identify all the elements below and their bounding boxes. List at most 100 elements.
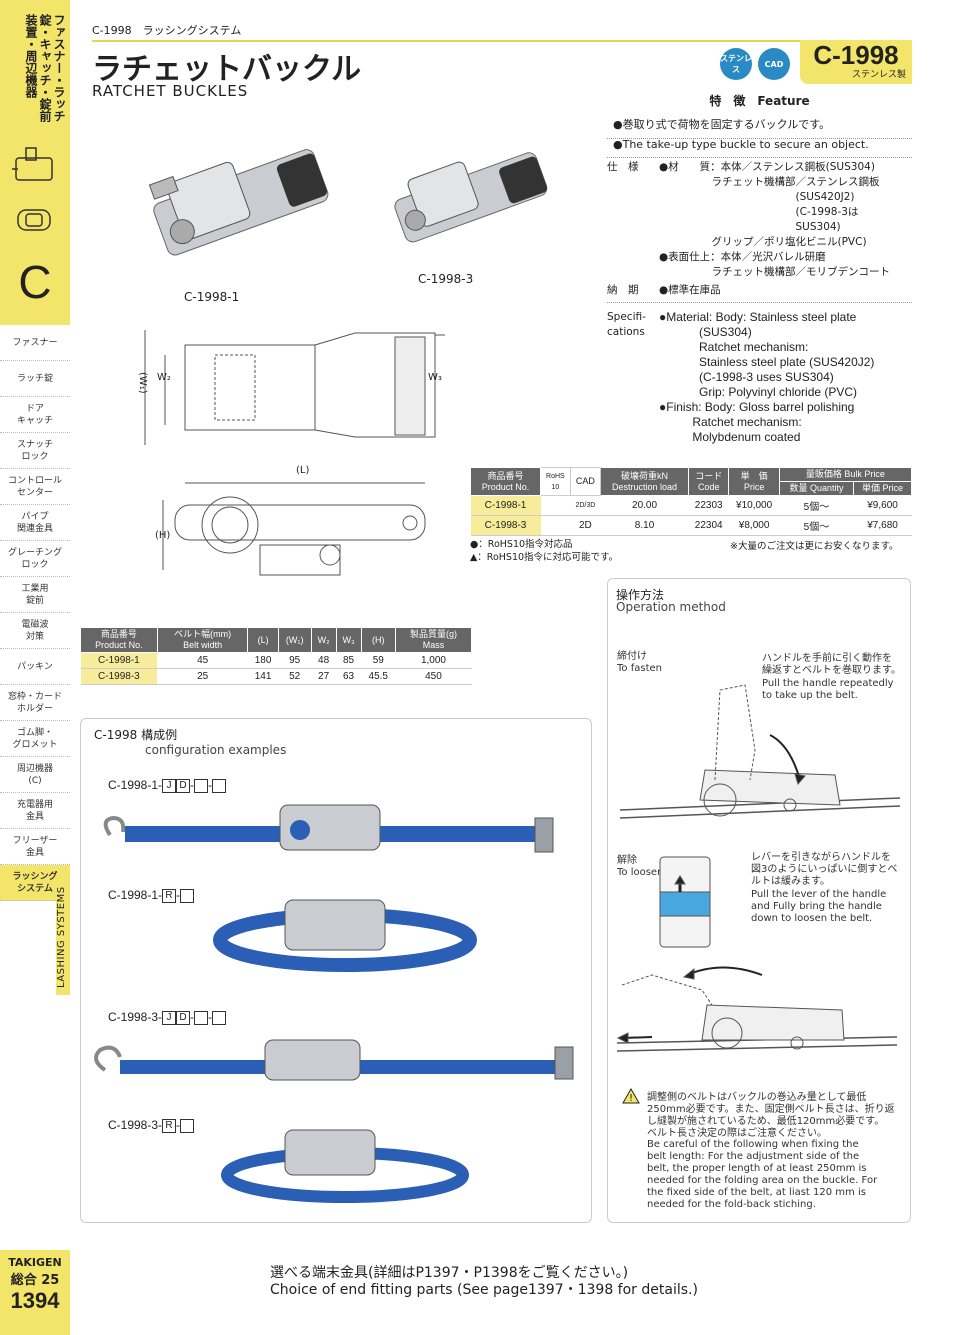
cell-w1: 95 xyxy=(278,652,312,669)
blank-box xyxy=(180,1118,195,1133)
th-qty: 数量 Quantity xyxy=(778,481,855,496)
sidebar-item-grating-lock[interactable]: グレーチング ロック xyxy=(0,541,70,577)
th-h: (H) xyxy=(360,627,396,653)
cell-bulk-price: ¥9,600 xyxy=(853,495,912,516)
sidebar-item-charger[interactable]: 充電器用 金具 xyxy=(0,793,70,829)
cell-mass: 1,000 xyxy=(395,652,472,669)
fasten-desc-en: Pull the handle repeatedly to take up th… xyxy=(762,678,894,701)
feature-en: ●The take-up type buckle to secure an ob… xyxy=(607,134,912,158)
cell-cad[interactable]: 2D xyxy=(570,515,601,536)
sidebar-item-control-center[interactable]: コントロール センター xyxy=(0,469,70,505)
photo-label-c1998-1: C-1998-1 xyxy=(184,290,240,304)
sidebar-item-snatch-lock[interactable]: スナッチ ロック xyxy=(0,433,70,469)
code-prefix: C-1998-1- xyxy=(108,888,163,902)
sidebar-item-packing[interactable]: パッキン xyxy=(0,649,70,685)
catalog-label: 総合 25 xyxy=(10,1273,60,1288)
page-title-en: RATCHET BUCKLES xyxy=(92,82,249,100)
config-code-2: C-1998-1-R- xyxy=(108,888,195,903)
product-photo-c1998-1 xyxy=(148,149,329,256)
category-letter: C xyxy=(18,256,52,308)
cell-load: 20.00 xyxy=(600,495,689,516)
dim-w3-label: W₃ xyxy=(428,372,442,383)
footer-note-en: Choice of end fitting parts (See page139… xyxy=(270,1282,698,1298)
th-l: (L) xyxy=(247,627,279,653)
blank-box xyxy=(212,778,227,793)
cell-product: C-1998-1 xyxy=(470,495,541,516)
category-block xyxy=(0,0,70,325)
cell-w2: 27 xyxy=(311,668,336,685)
operation-subtitle: Operation method xyxy=(616,600,726,614)
blank-box xyxy=(194,778,209,793)
cell-code: 22303 xyxy=(688,495,729,516)
sidebar-item-pipe[interactable]: パイプ 関連金具 xyxy=(0,505,70,541)
th-bulk-price: 単価 Price xyxy=(853,481,912,496)
th-mass: 製品質量(g) Mass xyxy=(394,627,473,653)
dim-h-label: (H) xyxy=(155,530,171,541)
dim-l-label: (L) xyxy=(296,465,310,476)
blank-box xyxy=(212,1010,227,1025)
sidebar-item-freezer[interactable]: フリーザー 金具 xyxy=(0,829,70,865)
dimension-table: 商品番号 Product No. ベルト幅(mm) Belt width (L)… xyxy=(80,627,473,685)
cell-product: C-1998-1 xyxy=(80,652,158,669)
latch-icon xyxy=(12,147,53,181)
legend-rohs-possible: ▲：RoHS10指令に対応可能です。 xyxy=(470,552,619,563)
category-title: ファスナー・ラッチ錠・キャッチ・錠前装置・周辺機器 xyxy=(24,14,66,122)
config-code-4: C-1998-3-R- xyxy=(108,1118,195,1133)
specs-jp-body: ●材 質：本体／ステンレス鋼板(SUS304) ラチェット機構部／ステンレス鋼板… xyxy=(659,161,890,278)
blank-box xyxy=(180,888,195,903)
sidebar-item-rubber-foot[interactable]: ゴム脚・ グロメット xyxy=(0,721,70,757)
cell-load: 8.10 xyxy=(600,515,689,536)
svg-text:!: ! xyxy=(629,1093,633,1104)
page-number: 1394 xyxy=(10,1288,60,1313)
table-row: C-1998-3 2D 8.10 22304 ¥8,000 5個〜 ¥7,680 xyxy=(470,515,912,536)
th-w3: W₃ xyxy=(335,627,362,653)
config-title: C-1998 構成例 xyxy=(94,728,178,742)
option-d-box: D xyxy=(176,1010,191,1025)
fasten-label-en: To fasten xyxy=(617,663,662,674)
sidebar-item-peripheral[interactable]: 周辺機器 (C) xyxy=(0,757,70,793)
cell-qty: 5個〜 xyxy=(779,515,854,536)
caution-icon: ! xyxy=(622,1087,640,1104)
operation-title: 操作方法 xyxy=(616,588,665,602)
th-bulk: 量販価格 Bulk Price xyxy=(778,467,913,482)
option-d-box: D xyxy=(176,778,191,793)
th-product: 商品番号 Product No. xyxy=(470,467,541,496)
config-examples-panel xyxy=(80,718,592,1223)
feature-heading: 特 徴 Feature xyxy=(709,94,810,108)
th-w2: W₂ xyxy=(310,627,337,653)
sidebar-item-latch[interactable]: ラッチ錠 xyxy=(0,361,70,397)
cell-cad[interactable]: 2D/3D xyxy=(570,495,601,516)
sidebar-item-industrial-lock[interactable]: 工業用 錠前 xyxy=(0,577,70,613)
th-cad: CAD xyxy=(569,467,601,496)
dim-w2-label: W₂ xyxy=(157,372,171,383)
cell-mass: 450 xyxy=(395,668,472,685)
sidebar-item-window-frame[interactable]: 窓枠・カード ホルダー xyxy=(0,685,70,721)
table-row: C-1998-1 45 180 95 48 85 59 1,000 xyxy=(80,652,472,669)
sidebar-item-fastener[interactable]: ファスナー xyxy=(0,325,70,361)
example-1-image xyxy=(103,804,554,853)
model-number: C-1998 xyxy=(813,40,899,70)
example-4-image xyxy=(221,1129,469,1203)
cell-product: C-1998-3 xyxy=(80,668,158,685)
cell-w3: 85 xyxy=(336,652,362,669)
option-j-box: J xyxy=(162,778,177,793)
page-title: ラチェットバックル xyxy=(92,52,362,87)
cad-badge[interactable]: CAD xyxy=(758,48,790,80)
code-prefix: C-1998-3- xyxy=(108,1118,163,1132)
cell-h: 45.5 xyxy=(361,668,396,685)
th-code: コード Code xyxy=(688,467,730,496)
fasten-diagram xyxy=(619,684,901,819)
photo-label-c1998-3: C-1998-3 xyxy=(418,272,474,286)
cell-l: 141 xyxy=(247,668,279,685)
specs-en: Specifi- cations ●Material: Body: Stainl… xyxy=(607,310,912,450)
lashing-vertical-label: LASHING SYSTEMS xyxy=(56,880,70,995)
loosen-desc-en: Pull the lever of the handle and Fully b… xyxy=(751,889,887,924)
sidebar-item-door-catch[interactable]: ドア キャッチ xyxy=(0,397,70,433)
cell-w2: 48 xyxy=(311,652,336,669)
side-view-drawing xyxy=(162,482,426,576)
product-photo-c1998-3 xyxy=(394,152,548,243)
sidebar-item-emi[interactable]: 電磁波 対策 xyxy=(0,613,70,649)
feature-jp: ●巻取り式で荷物を固定するバックルです。 xyxy=(607,112,912,139)
cell-price: ¥8,000 xyxy=(728,515,780,536)
